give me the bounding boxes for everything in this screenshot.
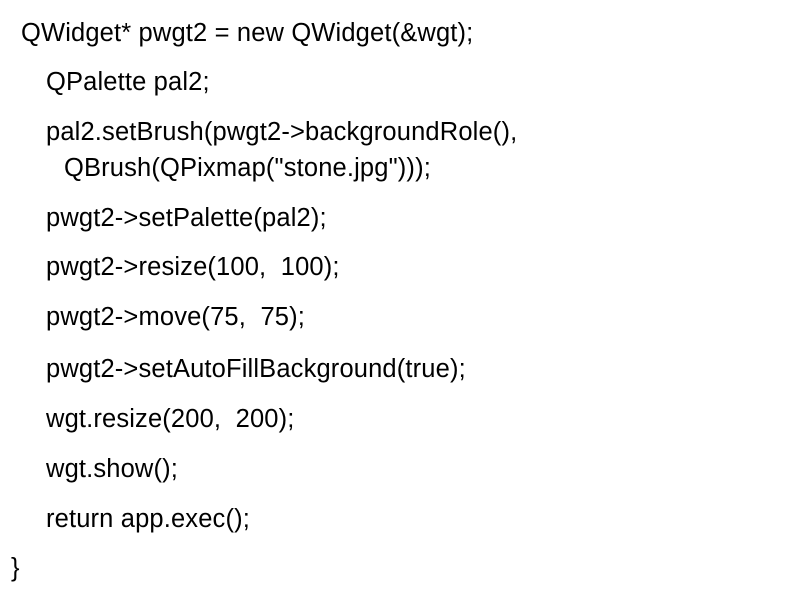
code-line: QWidget* pwgt2 = new QWidget(&wgt); xyxy=(21,19,474,47)
code-line: wgt.show(); xyxy=(46,455,179,483)
code-line: pwgt2->setPalette(pal2); xyxy=(46,204,327,232)
code-line-continuation: QBrush(QPixmap("stone.jpg"))); xyxy=(64,154,431,182)
code-line: return app.exec(); xyxy=(46,505,250,533)
code-closing-brace: } xyxy=(11,554,20,582)
code-line: wgt.resize(200, 200); xyxy=(46,405,295,433)
code-line: QPalette pal2; xyxy=(46,68,210,96)
code-line: pwgt2->move(75, 75); xyxy=(46,303,305,331)
code-line: pal2.setBrush(pwgt2->backgroundRole(), xyxy=(46,118,518,146)
code-line: pwgt2->setAutoFillBackground(true); xyxy=(46,355,466,383)
code-line: pwgt2->resize(100, 100); xyxy=(46,253,340,281)
